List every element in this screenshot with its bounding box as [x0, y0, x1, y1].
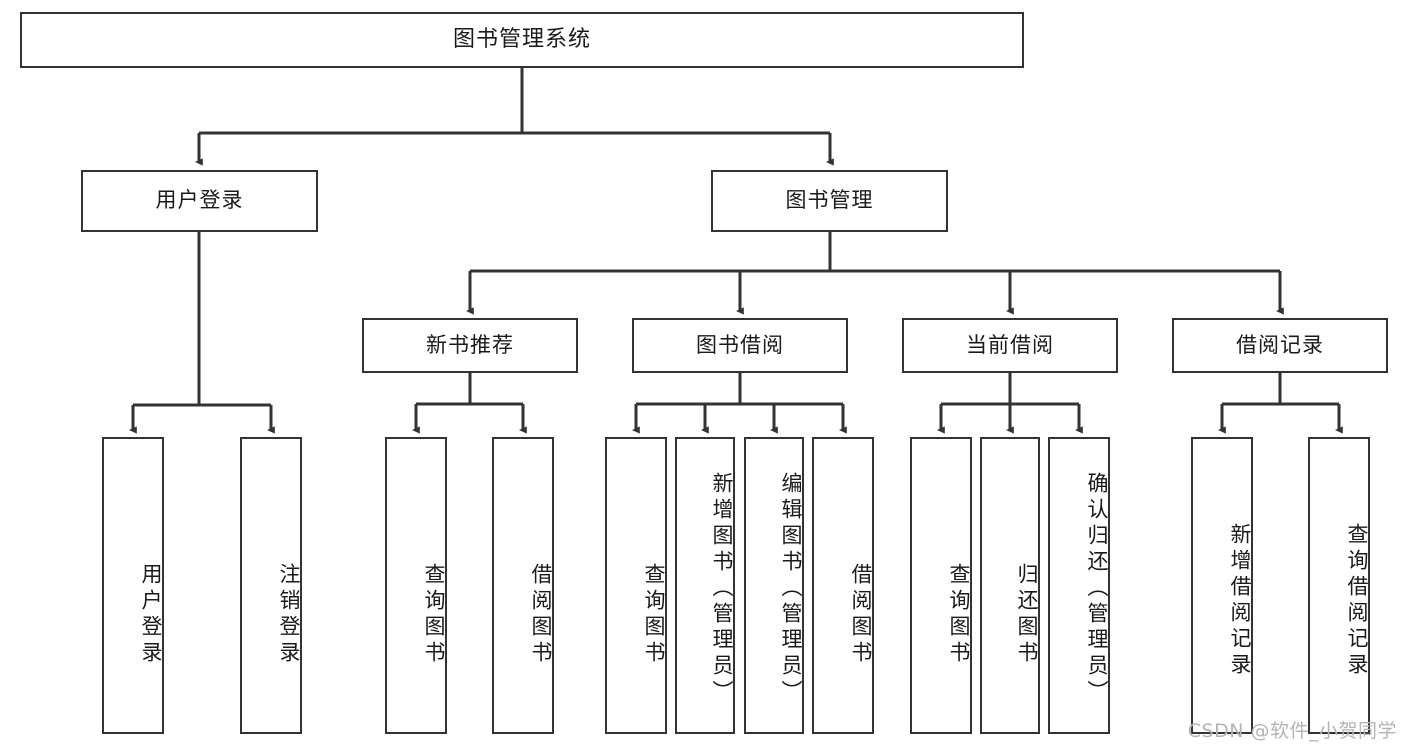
node-label: 用户登录 [155, 188, 244, 213]
node-label: 借阅记录 [1236, 332, 1324, 357]
node-book-manage[interactable]: 图书管理 [711, 170, 948, 232]
node-label: 查询图书 [422, 562, 446, 667]
leaf-borrow-book-new-recommend[interactable]: 借阅图书 [492, 437, 554, 734]
leaf-return-book[interactable]: 归还图书 [980, 437, 1040, 734]
node-label: 新增图书（管理员） [710, 471, 734, 706]
node-label: 当前借阅 [966, 332, 1054, 357]
node-label: 查询图书 [947, 562, 971, 667]
node-label: 借阅图书 [849, 562, 873, 667]
node-current-borrow[interactable]: 当前借阅 [902, 318, 1118, 373]
node-label: 新书推荐 [426, 332, 514, 357]
node-label: 图书管理系统 [452, 26, 591, 52]
leaf-confirm-return-admin[interactable]: 确认归还（管理员） [1048, 437, 1110, 734]
csdn-watermark: CSDN @软件_小贺同学 [1187, 720, 1397, 742]
leaf-query-book-new-recommend[interactable]: 查询图书 [385, 437, 447, 734]
node-label: 归还图书 [1015, 562, 1039, 667]
node-borrow-record[interactable]: 借阅记录 [1172, 318, 1388, 373]
node-label: 新增借阅记录 [1228, 522, 1252, 679]
node-label: 查询借阅记录 [1345, 522, 1369, 679]
leaf-borrow-book-borrow[interactable]: 借阅图书 [812, 437, 874, 734]
node-label: 注销登录 [277, 562, 301, 667]
node-label: 用户登录 [139, 562, 163, 667]
node-label: 图书借阅 [696, 332, 784, 357]
node-label: 确认归还（管理员） [1085, 471, 1109, 706]
node-user-login[interactable]: 用户登录 [81, 170, 318, 232]
node-root-book-management-system[interactable]: 图书管理系统 [20, 12, 1024, 68]
leaf-add-borrow-record[interactable]: 新增借阅记录 [1191, 437, 1253, 734]
leaf-add-book-admin[interactable]: 新增图书（管理员） [675, 437, 735, 734]
node-label: 编辑图书（管理员） [779, 471, 803, 706]
node-label: 图书管理 [785, 188, 874, 213]
node-new-book-recommend[interactable]: 新书推荐 [362, 318, 578, 373]
node-book-borrow[interactable]: 图书借阅 [632, 318, 848, 373]
node-label: 查询图书 [642, 562, 666, 667]
leaf-query-borrow-record[interactable]: 查询借阅记录 [1308, 437, 1370, 734]
leaf-query-book-current[interactable]: 查询图书 [910, 437, 972, 734]
leaf-query-book-borrow[interactable]: 查询图书 [605, 437, 667, 734]
leaf-edit-book-admin[interactable]: 编辑图书（管理员） [744, 437, 804, 734]
leaf-logout-login[interactable]: 注销登录 [240, 437, 302, 734]
node-label: 借阅图书 [529, 562, 553, 667]
leaf-user-login[interactable]: 用户登录 [102, 437, 164, 734]
